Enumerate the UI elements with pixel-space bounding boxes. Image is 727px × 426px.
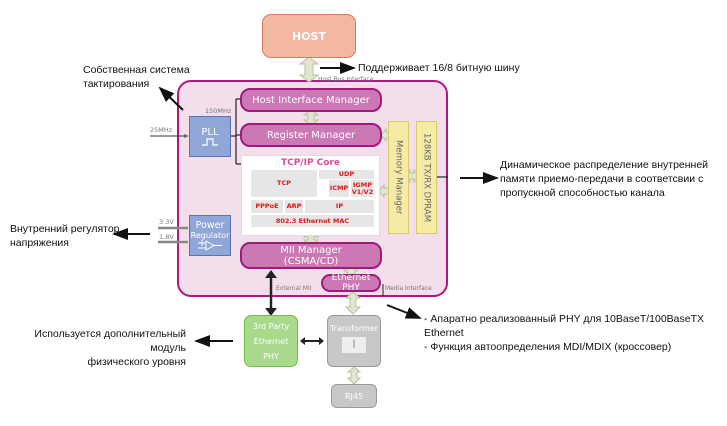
mii-manager-block: MII Manager (CSMA/CD) xyxy=(240,242,382,269)
external-phy-annotation-line-1: Используется дополнительный модуль xyxy=(34,328,186,354)
power-regulator-block: Power Regulator xyxy=(189,215,231,256)
xfmr-rj45-arrow xyxy=(346,366,362,385)
regulator-symbol-icon xyxy=(198,240,222,251)
regulator-annotation: Внутренний регулятор напряжения xyxy=(10,222,120,250)
power-regulator-label-2: Regulator xyxy=(190,231,230,240)
clock-annotation-arrow xyxy=(158,86,184,111)
external-mii-label: External MII xyxy=(276,285,312,292)
tcpip-core-title: TCP/IP Core xyxy=(280,158,341,168)
ethernet-mac-cell: 802.3 Ethernet MAC xyxy=(251,215,374,227)
mii-manager-label-1: MII Manager xyxy=(280,244,342,256)
ephy-xfmr-arrow xyxy=(344,291,362,315)
tcpip-core-block: TCP/IP Core TCP UDP ICMP IGMP V1/V2 PPPo… xyxy=(241,155,380,236)
host-bus-interface-label: Host Bus Interface xyxy=(318,76,374,83)
external-mii-arrow xyxy=(265,270,277,316)
clock-annotation: Собственная система тактирования xyxy=(83,63,190,91)
rj45-block: RJ45 xyxy=(331,384,377,408)
transformer-label: Transformer xyxy=(329,324,378,333)
memory-manager-label: Memory Manager xyxy=(393,140,404,215)
mii-manager-label-2: (CSMA/CD) xyxy=(283,255,339,267)
memory-annotation-line-1: Динамическое распределение внутренней xyxy=(500,159,709,171)
icmp-cell: ICMP xyxy=(329,180,349,197)
phy-annotation-line-1: - Апаратно реализованный PHY для 10BaseT… xyxy=(424,313,705,339)
memory-annotation: Динамическое распределение внутренней па… xyxy=(500,158,708,200)
pll-clock-bracket xyxy=(231,98,241,165)
pppoe-cell: PPPoE xyxy=(251,200,283,213)
bus-annotation: Поддерживает 16/8 битную шину xyxy=(358,62,520,74)
ethernet-phy-block: Ethernet PHY xyxy=(321,273,381,293)
host-block: HOST xyxy=(262,14,356,58)
external-phy-annotation-line-2: физического уровня xyxy=(87,356,186,368)
phy-annotation: - Апаратно реализованный PHY для 10BaseT… xyxy=(424,312,727,354)
dpram-label: 128KB TX/RX DPRAM xyxy=(421,132,432,223)
voltage-33-label: 3.3V xyxy=(159,218,174,226)
voltage-18-label: 1.8V xyxy=(159,233,174,241)
freq-150-label: 150MHz xyxy=(205,107,232,115)
udp-cell: UDP xyxy=(319,170,374,179)
phy-annotation-line-2: - Функция автоопределения MDI/MDIX (крос… xyxy=(424,341,672,353)
third-party-xfmr-arrow xyxy=(300,337,324,345)
dpram-block: 128KB TX/RX DPRAM xyxy=(416,121,437,234)
third-party-label-2: Ethernet PHY xyxy=(253,336,289,361)
regulator-annotation-line-1: Внутренний регулятор xyxy=(10,223,120,235)
power-regulator-label-1: Power xyxy=(195,220,225,231)
transformer-coil-icon: ⦚ xyxy=(342,337,366,353)
freq-25-label: 25MHz xyxy=(150,126,173,134)
host-bus-arrow xyxy=(298,56,320,83)
voltage-inputs xyxy=(158,226,188,244)
memory-manager-block: Memory Manager xyxy=(388,121,409,234)
pll-block: PLL xyxy=(189,116,231,157)
register-manager-block: Register Manager xyxy=(240,123,382,147)
media-interface-label: Media Interface xyxy=(385,285,432,292)
ip-cell: IP xyxy=(305,200,374,213)
clock-annotation-line-2: тактирования xyxy=(83,78,150,90)
arp-cell: ARP xyxy=(285,200,303,213)
host-interface-manager-block: Host Interface Manager xyxy=(240,88,382,112)
transformer-block: Transformer ⦚ xyxy=(327,315,381,367)
tcp-cell: TCP xyxy=(251,170,317,197)
memory-annotation-line-2: памяти приемо-передачи в соответсвии с xyxy=(500,173,704,185)
memory-annotation-line-3: пропускной способностью канала xyxy=(500,187,665,199)
external-phy-annotation: Используется дополнительный модуль физич… xyxy=(8,327,186,369)
clock-annotation-line-1: Собственная система xyxy=(83,64,190,76)
clock-pulse-icon xyxy=(202,138,218,146)
third-party-phy-block: 3rd Party Ethernet PHY xyxy=(244,315,298,367)
regulator-annotation-line-2: напряжения xyxy=(10,237,69,249)
pll-label: PLL xyxy=(201,127,219,138)
third-party-label-1: 3rd Party xyxy=(252,321,290,331)
igmp-cell: IGMP V1/V2 xyxy=(351,180,374,197)
phy-annotation-arrow xyxy=(386,304,422,319)
